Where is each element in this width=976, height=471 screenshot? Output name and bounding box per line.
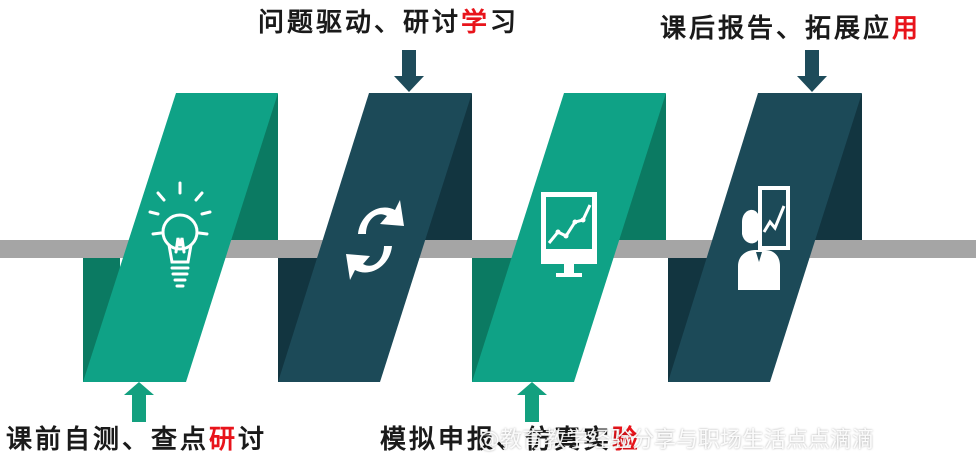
stage1-panel xyxy=(83,93,278,382)
stage3-label-highlight: 验 xyxy=(612,425,642,455)
stage1-up-arrow xyxy=(124,382,154,422)
stage3-label-text: 模拟申报、仿真实 xyxy=(380,425,613,455)
stage3-up-arrow xyxy=(517,382,547,422)
stage3-label: 模拟申报、仿真实验 xyxy=(380,425,641,455)
stage4-down-arrow xyxy=(797,50,827,92)
stage2-down-arrow xyxy=(394,50,424,92)
monitor-chart-icon xyxy=(541,192,597,277)
presenter-icon xyxy=(738,186,790,290)
stage4-label-highlight: 用 xyxy=(892,14,922,44)
refresh-icon xyxy=(346,200,404,280)
stage4-label: 课后报告、拓展应用 xyxy=(660,14,921,44)
stage1-label-tail: 讨 xyxy=(238,425,268,455)
watermark: @教育教学经验分享与职场生活点点滴滴 xyxy=(478,428,875,453)
stage4-label-text: 课后报告、拓展应 xyxy=(660,14,893,44)
stage2-label-tail: 习 xyxy=(490,8,520,38)
stage2-label-text: 问题驱动、研讨 xyxy=(258,8,462,38)
stage1-label-text: 课前自测、查点 xyxy=(6,425,210,455)
stage2-label-highlight: 学 xyxy=(461,8,491,38)
stage1-label-highlight: 研 xyxy=(209,425,239,455)
stage1-label: 课前自测、查点研讨 xyxy=(6,425,267,455)
stage2-panel xyxy=(278,93,472,382)
lightbulb-icon xyxy=(148,181,212,288)
stage2-label: 问题驱动、研讨学习 xyxy=(258,8,519,38)
